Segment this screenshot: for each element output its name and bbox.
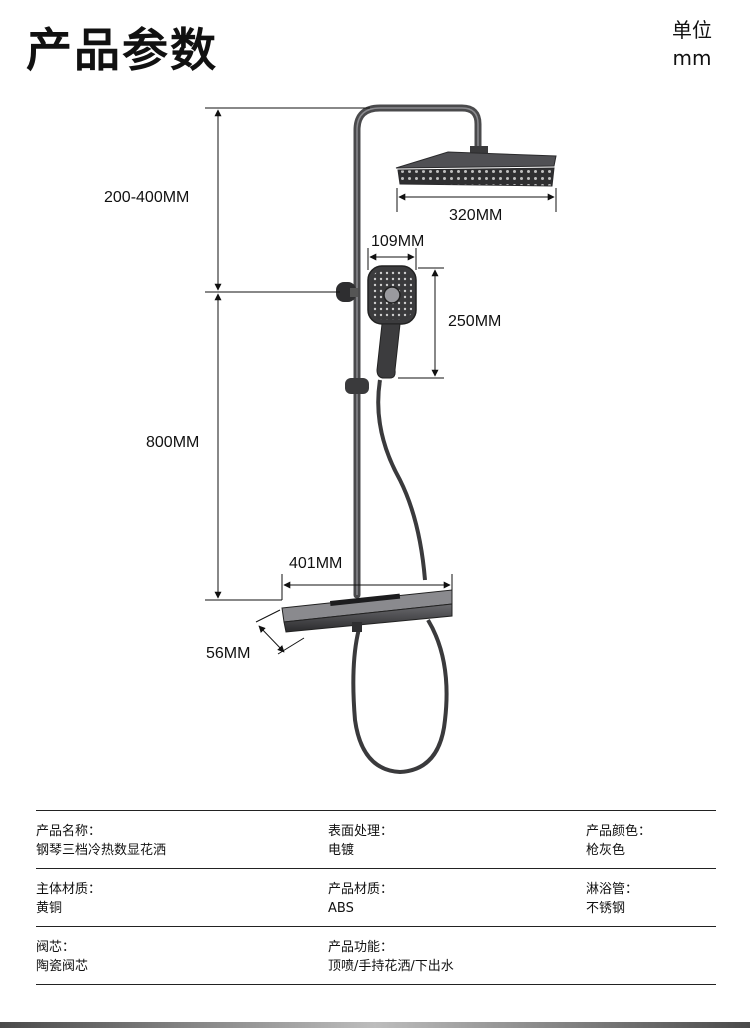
spec-label: 产品名称：: [36, 824, 102, 839]
dim-handheld-width: 109MM: [371, 233, 424, 250]
spec-valve-core: 阀芯： 陶瓷阀芯: [36, 938, 88, 976]
spec-label: 阀芯：: [36, 940, 76, 955]
spec-label: 表面处理：: [328, 824, 394, 839]
dim-top-shower-width: 320MM: [449, 207, 502, 224]
footer-bar: [0, 1022, 750, 1028]
spec-label: 淋浴管：: [586, 882, 639, 897]
spec-body-material: 主体材质： 黄铜: [36, 880, 101, 918]
spec-value: 枪灰色: [586, 843, 626, 858]
spec-surface: 表面处理： 电镀: [328, 822, 393, 860]
page-title: 产品参数: [26, 23, 218, 77]
unit-value: mm: [672, 46, 712, 70]
dim-bar-height: 800MM: [146, 434, 199, 451]
spec-color: 产品颜色： 枪灰色: [586, 822, 651, 860]
shower-column: [336, 104, 482, 599]
spec-table: 产品名称： 钢琴三档冷热数显花洒 表面处理： 电镀 产品颜色： 枪灰色 主体材质： 黄铜…: [36, 810, 716, 985]
spec-label: 产品材质：: [328, 882, 394, 897]
spec-hose: 淋浴管： 不锈钢: [586, 880, 638, 918]
spec-label: 主体材质：: [36, 882, 102, 897]
spec-product-name: 产品名称： 钢琴三档冷热数显花洒: [36, 822, 166, 860]
spec-value: 陶瓷阀芯: [36, 959, 89, 974]
unit-note: 单位 mm: [672, 16, 712, 72]
handheld-shower: [367, 265, 417, 379]
spec-function: 产品功能： 顶喷/手持花洒/下出水: [328, 938, 454, 976]
spec-row: 主体材质： 黄铜 产品材质： ABS 淋浴管： 不锈钢: [36, 868, 716, 926]
spec-label: 产品颜色：: [586, 824, 652, 839]
thermostatic-shelf: [281, 589, 453, 633]
spec-value: 电镀: [328, 843, 355, 858]
top-shower-head: [395, 146, 557, 187]
spec-value: 黄铜: [36, 901, 63, 916]
spec-value: ABS: [328, 901, 354, 916]
spec-value: 不锈钢: [586, 901, 626, 916]
shower-dimension-diagram: 200-400MM 320MM 109MM 250MM 800MM 401MM …: [104, 104, 557, 775]
dim-riser-adjust: 200-400MM: [104, 189, 189, 206]
upper-hose: [376, 379, 427, 581]
spec-product-material: 产品材质： ABS: [328, 880, 393, 918]
spec-value: 顶喷/手持花洒/下出水: [328, 959, 454, 974]
spec-row: 阀芯： 陶瓷阀芯 产品功能： 顶喷/手持花洒/下出水: [36, 926, 716, 985]
lower-hose: [351, 618, 449, 775]
unit-label: 单位: [672, 18, 712, 42]
dimension-lines: [205, 107, 557, 655]
slider-holder: [345, 378, 369, 394]
dim-handheld-height: 250MM: [448, 313, 501, 330]
dim-shelf-depth: 56MM: [206, 645, 250, 662]
spec-label: 产品功能：: [328, 940, 394, 955]
dim-shelf-width: 401MM: [289, 555, 342, 572]
spec-value: 钢琴三档冷热数显花洒: [36, 843, 167, 858]
spec-row: 产品名称： 钢琴三档冷热数显花洒 表面处理： 电镀 产品颜色： 枪灰色: [36, 810, 716, 868]
